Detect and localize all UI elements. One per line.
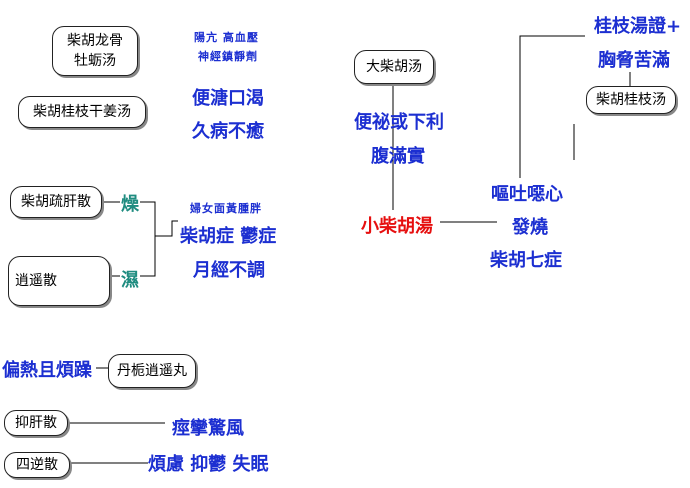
label-fashao: 發燒 [512, 217, 548, 238]
node-chaihu-longgu-line1: 柴胡龙骨 [67, 33, 123, 49]
node-chaihu-longgu-line2: 牡蛎汤 [74, 53, 116, 69]
label-xiao-chaihu: 小柴胡湯 [361, 216, 433, 237]
label-chaihu-yu: 柴胡症 鬱症 [180, 226, 277, 247]
label-shi: 濕 [121, 270, 139, 291]
label-qizheng: 柴胡七症 [490, 250, 562, 271]
label-jiu-bing: 久病不癒 [192, 121, 264, 142]
bracket-zao-shi [140, 201, 156, 277]
label-outu: 嘔吐噁心 [491, 184, 563, 205]
node-sini: 四逆散 [4, 452, 70, 478]
label-yangkang: 陽亢 高血壓 [194, 31, 259, 44]
node-da-chaihu: 大柴胡汤 [354, 50, 434, 84]
label-bian-tang-kou-ke: 便溏口渴 [192, 88, 264, 109]
label-pian-re: 偏熱且煩躁 [2, 360, 92, 381]
node-chaihu-shugan: 柴胡疏肝散 [10, 186, 102, 218]
label-bianmi: 便祕或下利 [354, 112, 444, 133]
label-jingluan: 痙攣驚風 [172, 418, 244, 439]
node-xiaoyao: 逍遥散 [8, 256, 110, 306]
node-chaihu-guizhi-ganjiang: 柴胡桂枝干姜汤 [18, 96, 146, 128]
label-guizhi-zheng: 桂枝湯證+ [594, 16, 682, 37]
label-zao: 燥 [121, 194, 139, 215]
connector-bracket-label [155, 220, 178, 237]
label-yuejing: 月經不調 [193, 260, 265, 281]
label-xiongxie: 胸脅苦滿 [598, 50, 670, 71]
label-shenjing: 神經鎮靜劑 [198, 50, 258, 63]
label-fanlu: 煩慮 抑鬱 失眠 [148, 454, 269, 475]
node-chaihu-guizhi: 柴胡桂枝汤 [586, 86, 676, 114]
node-yigan: 抑肝散 [4, 410, 68, 436]
node-chaihu-longgu-muli: 柴胡龙骨 牡蛎汤 [52, 26, 138, 76]
connector-guizhi-tang [519, 35, 585, 178]
node-danzhi-xiaoyao: 丹栀逍遥丸 [108, 354, 196, 388]
label-funu: 婦女面黃腫胖 [190, 202, 262, 215]
label-fuman: 腹滿實 [371, 146, 425, 167]
